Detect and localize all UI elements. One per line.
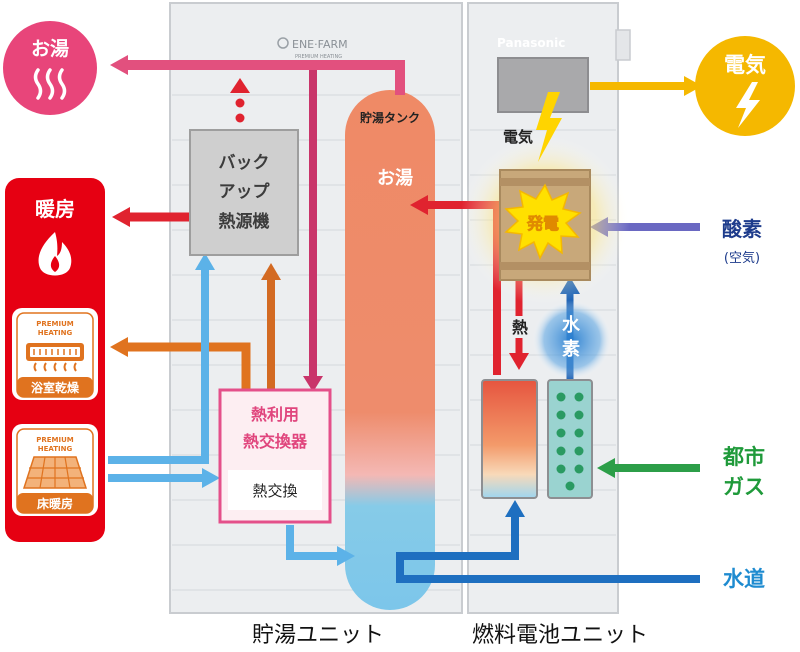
- oxygen-sub-label: (空気): [724, 250, 760, 266]
- tank-label: 貯湯タンク: [360, 110, 420, 125]
- hot-water-arrowhead: [110, 55, 128, 75]
- lightning-icon: [536, 92, 562, 162]
- generation-module: 発電 電気: [460, 92, 630, 305]
- fc-electricity-label: 電気: [503, 128, 533, 146]
- reformer-cell: [547, 379, 593, 499]
- exchanger-line-2: 熱交換器: [243, 432, 308, 451]
- flame-icon: [38, 232, 72, 276]
- hot-water-pipe: [125, 60, 405, 95]
- heat-exchanger: 熱利用 熱交換器 熱交換: [218, 388, 332, 524]
- svg-text:PREMIUM: PREMIUM: [36, 436, 74, 444]
- hydrogen-glow: [532, 300, 612, 380]
- water-supply-label: 水道: [723, 567, 765, 591]
- city-gas-label-1: 都市: [722, 445, 765, 469]
- heat-supply-arrowhead: [303, 376, 323, 392]
- generation-label: 発電: [526, 214, 559, 233]
- lightning-bolt-icon: [736, 82, 760, 128]
- hydrogen-label-2: 素: [562, 339, 580, 360]
- backup-line-3: 熱源機: [219, 211, 270, 232]
- heat-cell: [481, 379, 538, 499]
- bath-dryer-pipe: [125, 342, 251, 390]
- backup-dotted-arrow: [230, 78, 250, 93]
- storage-unit-caption: 貯湯ユニット: [252, 623, 384, 648]
- hydrogen-label-1: 水: [562, 314, 581, 336]
- floor-heating-label: 床暖房: [37, 496, 73, 511]
- backup-line-1: バック: [219, 153, 270, 173]
- svg-text:PREMIUM: PREMIUM: [36, 320, 74, 328]
- logo-text: ENE·FARM: [292, 38, 348, 51]
- steam-icon: [33, 68, 67, 100]
- storage-tank: 貯湯タンク お湯: [345, 90, 435, 610]
- electricity-output: 電気: [695, 36, 795, 136]
- svg-text:HEATING: HEATING: [38, 329, 73, 337]
- brand-label: Panasonic: [497, 36, 565, 50]
- bath-dryer-icon: [26, 343, 84, 372]
- oxygen-label: 酸素: [722, 217, 762, 241]
- display-panel: [497, 57, 589, 113]
- water-pipe: [396, 515, 700, 583]
- backup-heat-source: バック アップ 熱源機: [189, 129, 299, 256]
- ene-farm-logo: ENE·FARM PREMIUM HEATING: [277, 37, 348, 60]
- city-gas-label-2: ガス: [723, 475, 765, 499]
- exchanger-line-1: 熱利用: [251, 405, 299, 424]
- bath-dryer-card: PREMIUM HEATING 浴室乾燥: [12, 308, 98, 400]
- exchanger-sub: 熱交換: [252, 482, 297, 500]
- floor-heating-card: PREMIUM HEATING 床暖房: [12, 424, 98, 516]
- heating-return-pipe: [108, 268, 209, 464]
- tank-hot-label: お湯: [377, 168, 413, 189]
- heat-label: 熱: [512, 318, 528, 337]
- hot-water-output: お湯: [3, 21, 97, 115]
- svg-text:HEATING: HEATING: [38, 445, 73, 453]
- backup-line-2: アップ: [219, 181, 271, 202]
- bath-dryer-label: 浴室乾燥: [31, 380, 80, 395]
- exchanger-out-pipe: [286, 525, 340, 560]
- heating-panel: 暖房 PREMIUM HEATING 浴室乾燥 PREMIUM HEATING: [5, 178, 105, 542]
- logo-subtext: PREMIUM HEATING: [295, 54, 342, 60]
- fuel-cell-unit-caption: 燃料電池ユニット: [472, 623, 648, 648]
- generation-burst: [504, 183, 582, 260]
- floor-heating-icon: [22, 456, 88, 489]
- hot-water-label: お湯: [31, 38, 69, 60]
- electricity-label: 電気: [724, 53, 766, 77]
- heating-label: 暖房: [35, 197, 75, 221]
